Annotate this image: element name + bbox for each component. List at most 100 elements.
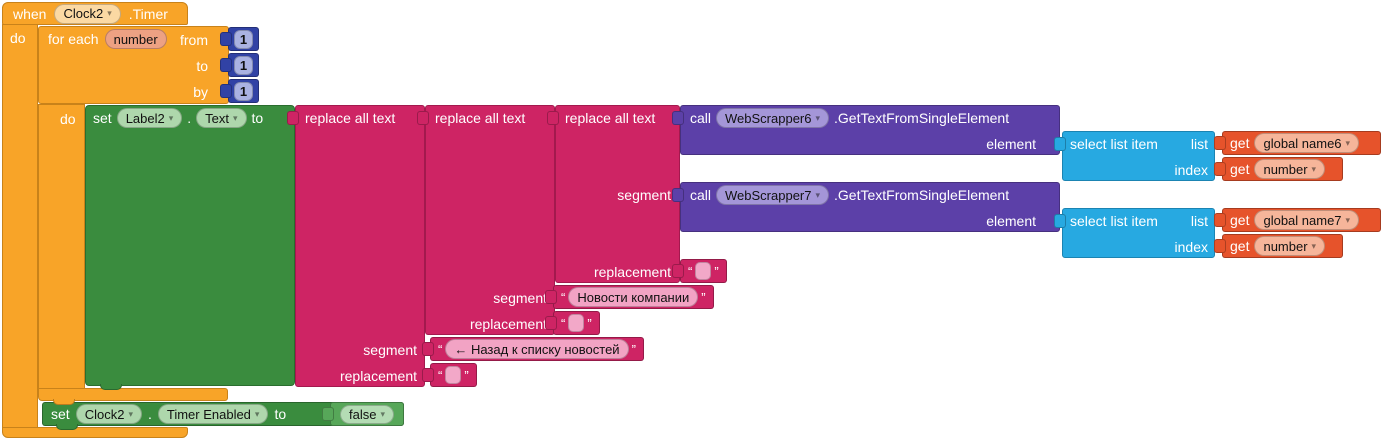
close-quote: ” xyxy=(464,367,469,383)
false-value-dropdown[interactable]: false ▾ xyxy=(340,404,394,424)
get-number-block-1[interactable]: get number ▾ xyxy=(1222,157,1343,181)
replace2-segment-label: segment xyxy=(493,290,547,306)
dot-separator: . xyxy=(147,406,152,422)
false-logic-block[interactable]: false ▾ xyxy=(330,402,404,426)
set-label2-text-block[interactable] xyxy=(85,105,295,386)
news-string-block[interactable]: “ Новости компании ” xyxy=(553,285,714,309)
foreach-do-label: do xyxy=(60,111,76,127)
number-variable-dropdown[interactable]: number ▾ xyxy=(1254,236,1326,256)
news-text-field[interactable]: Новости компании xyxy=(568,287,699,307)
when-component-name: Clock2 xyxy=(63,6,104,21)
empty-string-block-2[interactable]: “ ” xyxy=(553,311,600,335)
webscrapper6-component-dropdown[interactable]: WebScrapper6 ▾ xyxy=(716,108,830,128)
back-string-block[interactable]: “ ← Назад к списку новостей ” xyxy=(430,337,644,361)
get-global-name6-block[interactable]: get global name6 ▾ xyxy=(1222,131,1381,155)
dropdown-arrow-icon: ▾ xyxy=(815,112,821,123)
call7-method-name: .GetTextFromSingleElement xyxy=(834,187,1010,203)
empty-text-field[interactable] xyxy=(568,314,585,332)
when-component-dropdown[interactable]: Clock2 ▾ xyxy=(54,3,121,24)
empty-string-block-1[interactable]: “ ” xyxy=(430,363,477,387)
replace1-replacement-label: replacement xyxy=(339,368,417,384)
when-event-block-header[interactable]: when Clock2 ▾ .Timer xyxy=(2,2,188,25)
foreach-variable-field[interactable]: number xyxy=(104,29,167,49)
dropdown-arrow-icon: ▾ xyxy=(1311,240,1317,251)
foreach-label: for each xyxy=(48,31,99,47)
text-property-dropdown[interactable]: Text ▾ xyxy=(196,108,247,128)
connector-tab xyxy=(422,368,434,382)
empty-text-field[interactable] xyxy=(445,366,462,384)
call-webscrapper7-row: call WebScrapper7 ▾ .GetTextFromSingleEl… xyxy=(690,185,1009,205)
connector-tab xyxy=(1214,162,1226,176)
foreach-block-spine[interactable] xyxy=(38,104,85,389)
connector-tab xyxy=(672,264,684,278)
call7-element-label: element xyxy=(986,213,1036,229)
open-quote: “ xyxy=(561,315,566,331)
select1-label: select list item xyxy=(1070,136,1158,152)
select-list-item-block-2[interactable] xyxy=(1062,208,1215,258)
number-value-field[interactable]: 1 xyxy=(233,29,254,49)
empty-text-field[interactable] xyxy=(695,262,712,280)
when-block-bottom[interactable] xyxy=(2,427,188,438)
open-quote: “ xyxy=(438,367,443,383)
dropdown-arrow-icon: ▾ xyxy=(380,408,385,419)
statement-notch xyxy=(100,384,122,390)
open-quote: “ xyxy=(688,263,693,279)
foreach-by-label: by xyxy=(193,84,208,100)
call-webscrapper6-row: call WebScrapper6 ▾ .GetTextFromSingleEl… xyxy=(690,108,1009,128)
when-event-name: .Timer xyxy=(128,5,168,22)
call6-element-label: element xyxy=(986,136,1036,152)
number-value-field[interactable]: 1 xyxy=(233,55,254,75)
label2-component-dropdown[interactable]: Label2 ▾ xyxy=(116,108,183,128)
when-block-spine[interactable] xyxy=(2,24,38,428)
call-keyword: call xyxy=(690,110,712,126)
dot-separator: . xyxy=(187,110,192,126)
replace2-replacement-label: replacement xyxy=(469,316,547,332)
number-block-by[interactable]: 1 xyxy=(228,79,259,103)
when-keyword: when xyxy=(13,5,47,22)
close-quote: ” xyxy=(587,315,592,331)
global-name6-dropdown[interactable]: global name6 ▾ xyxy=(1254,133,1360,153)
replace-all-text-block-3[interactable] xyxy=(555,105,680,283)
when-do-label: do xyxy=(10,30,26,46)
connector-tab xyxy=(220,32,232,46)
select2-label: select list item xyxy=(1070,213,1158,229)
select-list-item-block-1[interactable] xyxy=(1062,131,1215,181)
back-text-field[interactable]: ← Назад к списку новостей xyxy=(445,339,629,359)
open-quote: “ xyxy=(561,289,566,305)
get-number-block-2[interactable]: get number ▾ xyxy=(1222,234,1343,258)
number-block-to[interactable]: 1 xyxy=(228,53,259,77)
dropdown-arrow-icon: ▾ xyxy=(1311,163,1317,174)
timer-enabled-property-dropdown[interactable]: Timer Enabled ▾ xyxy=(157,404,269,424)
replace-all-text-block-2[interactable] xyxy=(425,105,555,335)
clock2-component-dropdown[interactable]: Clock2 ▾ xyxy=(75,404,142,424)
statement-notch xyxy=(53,399,75,405)
number-block-from[interactable]: 1 xyxy=(228,27,259,51)
timer-enabled-property-name: Timer Enabled xyxy=(166,406,251,422)
replace-all-text-block-1[interactable] xyxy=(295,105,425,387)
select2-list-label: list xyxy=(1190,213,1208,229)
webscrapper7-component-dropdown[interactable]: WebScrapper7 ▾ xyxy=(716,185,830,205)
set-keyword: set xyxy=(51,406,70,422)
dropdown-arrow-icon: ▾ xyxy=(254,408,260,419)
global-name6-label: global name6 xyxy=(1263,135,1342,151)
connector-tab xyxy=(287,111,299,125)
get-global-name7-block[interactable]: get global name7 ▾ xyxy=(1222,208,1381,232)
number-value-field[interactable]: 1 xyxy=(233,81,254,101)
foreach-from-label: from xyxy=(180,32,208,48)
replace-label-1: replace all text xyxy=(305,110,396,126)
select1-list-label: list xyxy=(1190,136,1208,152)
close-quote: ” xyxy=(631,341,636,357)
replace3-segment-label: segment xyxy=(617,187,671,203)
clock2-component-name: Clock2 xyxy=(84,406,125,422)
foreach-block-bottom[interactable] xyxy=(38,388,228,401)
foreach-variable-name: number xyxy=(113,31,158,47)
empty-string-block-3[interactable]: “ ” xyxy=(680,259,727,283)
connector-tab xyxy=(545,290,557,304)
global-name7-dropdown[interactable]: global name7 ▾ xyxy=(1254,210,1360,230)
dropdown-arrow-icon: ▾ xyxy=(168,112,174,123)
number-variable-dropdown[interactable]: number ▾ xyxy=(1254,159,1326,179)
call-keyword: call xyxy=(690,187,712,203)
connector-tab xyxy=(220,84,232,98)
set-to-label: to xyxy=(274,406,287,422)
